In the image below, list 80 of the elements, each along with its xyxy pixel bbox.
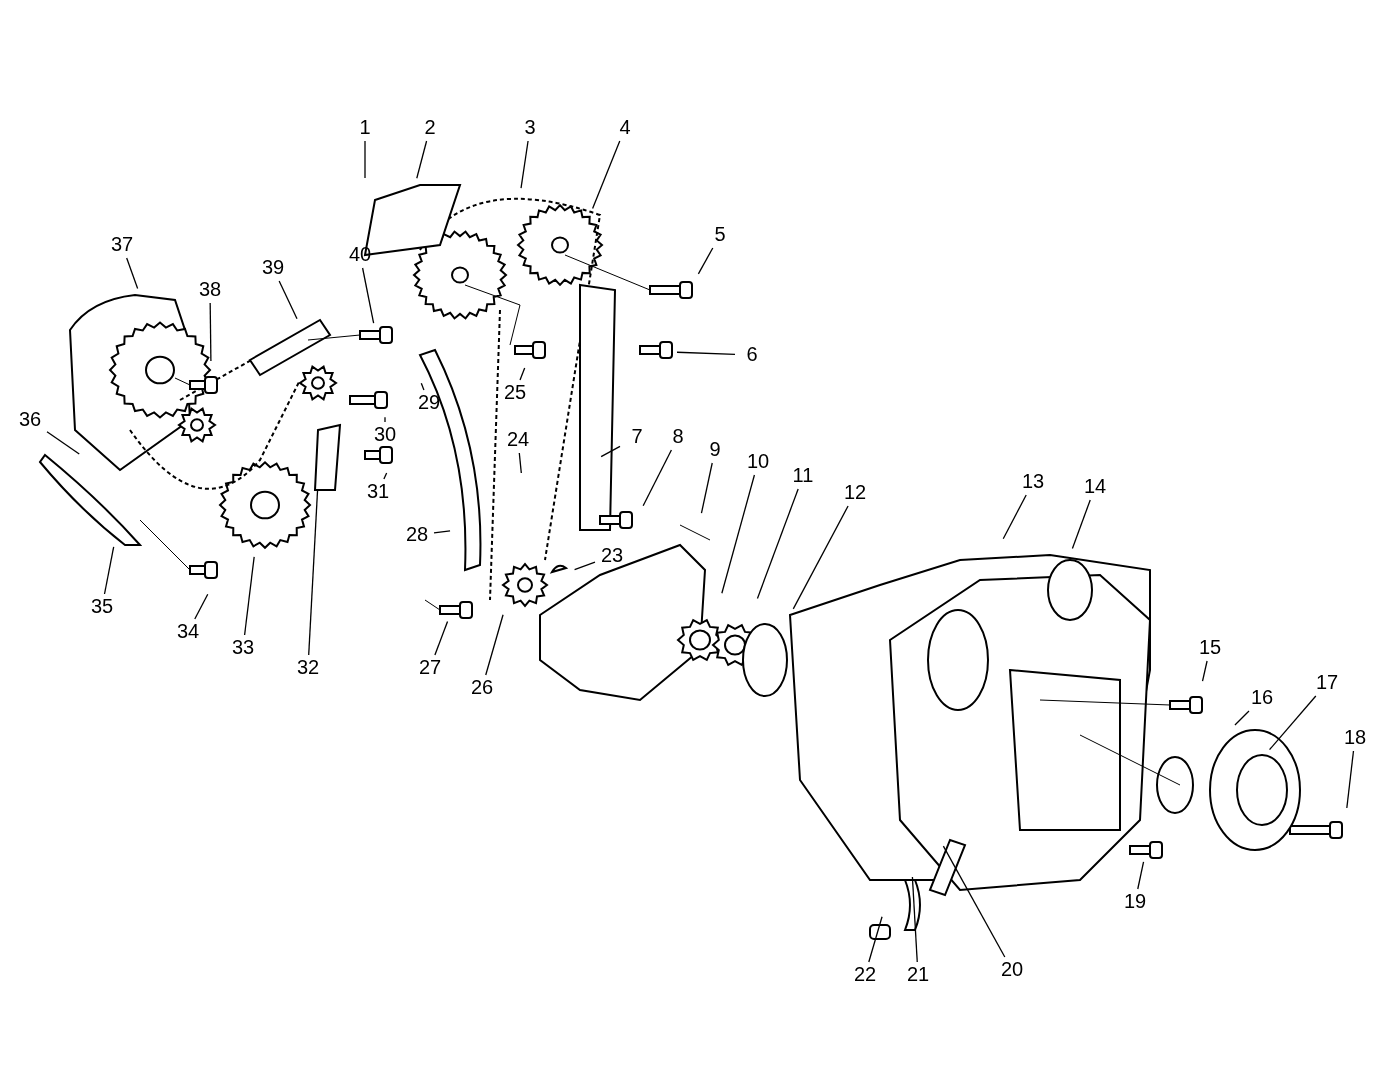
- callout-number: 19: [1119, 890, 1151, 914]
- callout-number: 35: [86, 595, 118, 619]
- leader-line: [46, 431, 80, 455]
- leader-line: [1201, 660, 1208, 682]
- leader-line: [103, 546, 115, 595]
- leader-line: [434, 620, 449, 656]
- callout-number: 40: [344, 243, 376, 267]
- leader-line: [519, 367, 526, 381]
- callout-number: 31: [362, 480, 394, 504]
- callout-number: 36: [14, 408, 46, 432]
- leader-line: [194, 593, 209, 620]
- leader-line: [1002, 494, 1027, 540]
- callout-number: 37: [106, 233, 138, 257]
- leader-line: [520, 140, 529, 189]
- callout-number: 32: [292, 656, 324, 680]
- callout-number: 6: [736, 343, 768, 367]
- callout-number: 13: [1017, 470, 1049, 494]
- callout-number: 30: [369, 423, 401, 447]
- leader-line: [573, 561, 596, 571]
- callout-number: 39: [257, 256, 289, 280]
- leader-line: [420, 382, 425, 391]
- callout-number: 5: [704, 223, 736, 247]
- callout-number: 7: [621, 425, 653, 449]
- callout-number: 15: [1194, 636, 1226, 660]
- leader-line: [756, 488, 799, 600]
- callout-number: 4: [609, 116, 641, 140]
- callout-number: 8: [662, 425, 694, 449]
- leader-line: [642, 449, 673, 507]
- leader-line: [308, 488, 319, 656]
- callout-number: 38: [194, 278, 226, 302]
- leader-line: [364, 140, 366, 179]
- leader-line: [126, 257, 139, 290]
- callout-number: 25: [499, 381, 531, 405]
- leader-line: [383, 472, 388, 480]
- leader-line: [700, 462, 713, 514]
- callout-number: 17: [1311, 671, 1343, 695]
- callout-number: 29: [413, 391, 445, 415]
- callout-number: 3: [514, 116, 546, 140]
- callout-number: 27: [414, 656, 446, 680]
- leader-line: [792, 505, 849, 610]
- leader-line: [721, 474, 756, 594]
- callout-number: 1: [349, 116, 381, 140]
- leader-line: [243, 556, 255, 636]
- leader-line: [600, 445, 621, 458]
- callout-number: 18: [1339, 726, 1371, 750]
- callout-number: 12: [839, 481, 871, 505]
- leader-line: [591, 140, 621, 210]
- leader-line: [433, 530, 451, 534]
- leader-line: [942, 845, 1006, 958]
- leader-line: [278, 280, 298, 320]
- callout-number: 20: [996, 958, 1028, 982]
- callout-number: 22: [849, 963, 881, 987]
- leader-line: [209, 302, 212, 362]
- leader-line: [911, 876, 918, 963]
- leader-line: [361, 267, 375, 324]
- leader-line: [485, 614, 504, 676]
- callout-number: 14: [1079, 475, 1111, 499]
- leader-line: [1346, 750, 1355, 809]
- leader-line: [416, 140, 428, 179]
- callout-number: 34: [172, 620, 204, 644]
- leader-line: [1071, 499, 1091, 550]
- callout-number: 11: [787, 464, 819, 488]
- callout-number: 2: [414, 116, 446, 140]
- leader-line: [697, 247, 714, 275]
- callout-number: 21: [902, 963, 934, 987]
- leader-line: [868, 916, 883, 963]
- leader-line: [1268, 695, 1317, 751]
- callout-number: 9: [699, 438, 731, 462]
- leader-line: [1137, 861, 1145, 890]
- callout-number: 10: [742, 450, 774, 474]
- leader-line: [518, 452, 522, 474]
- leader-line: [1234, 710, 1250, 726]
- callout-number: 16: [1246, 686, 1278, 710]
- callout-number: 28: [401, 523, 433, 547]
- callout-number: 33: [227, 636, 259, 660]
- callout-number: 24: [502, 428, 534, 452]
- leader-line: [676, 351, 736, 356]
- callout-number: 23: [596, 544, 628, 568]
- callout-number: 26: [466, 676, 498, 700]
- leader-line: [384, 416, 386, 423]
